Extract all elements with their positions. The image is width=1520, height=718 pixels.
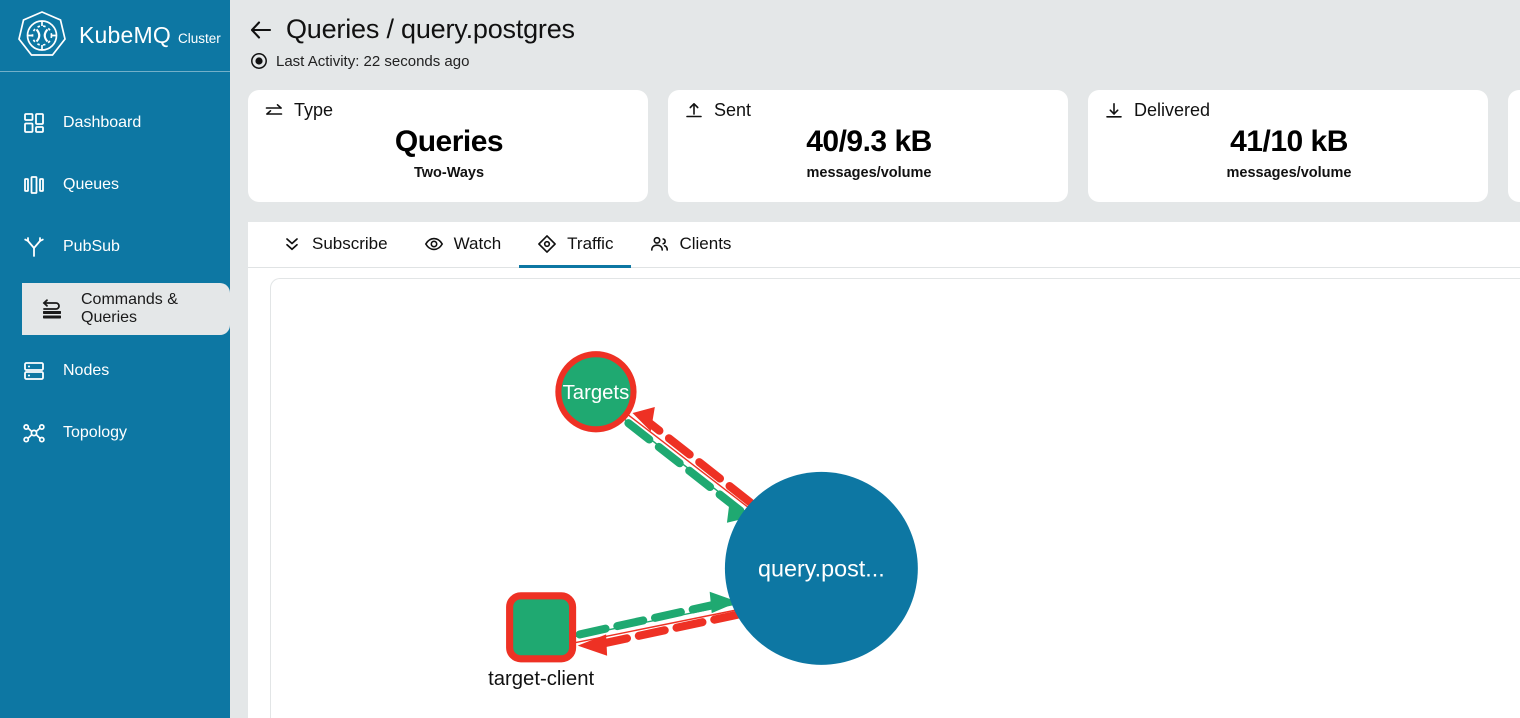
sidebar-item-label: Commands & Queries — [81, 291, 178, 326]
commands-queries-icon — [40, 297, 64, 321]
stat-card-sent: Sent 40/9.3 kB messages/volume — [668, 90, 1068, 202]
last-activity: Last Activity: 22 seconds ago — [250, 52, 1520, 70]
main-area: Queries / query.postgres Last Activity: … — [230, 0, 1520, 718]
graph-node-channel[interactable]: query.post... — [724, 471, 918, 665]
brand-header[interactable]: KubeMQ Cluster — [0, 0, 230, 72]
sidebar-item-dashboard[interactable]: Dashboard — [0, 97, 230, 149]
eye-icon — [424, 234, 444, 254]
tab-subscribe[interactable]: Subscribe — [264, 222, 406, 268]
tab-label: Traffic — [567, 234, 614, 253]
content-panel: Subscribe Watch — [248, 222, 1520, 718]
kubemq-logo-icon — [14, 8, 70, 64]
last-activity-text: Last Activity: 22 seconds ago — [276, 52, 470, 70]
stat-card-unit: Two-Ways — [413, 165, 485, 181]
topology-graph-icon — [22, 421, 46, 445]
page-title: Queries / query.postgres — [286, 14, 575, 44]
graph-node-target-client[interactable]: target-client — [488, 592, 594, 690]
stat-cards: Type Queries Two-Ways Sent 40/9.3 kB m — [230, 80, 1520, 202]
sidebar-item-pubsub[interactable]: PubSub — [0, 221, 230, 273]
edge-targets-channel — [623, 406, 755, 523]
stat-card-clients — [1508, 90, 1520, 202]
stat-card-label: Sent — [714, 100, 752, 120]
double-chevron-down-icon — [282, 234, 302, 254]
brand-subtitle: Cluster — [177, 31, 221, 46]
tab-label: Clients — [679, 234, 732, 253]
nodes-server-icon — [22, 359, 46, 383]
pubsub-branch-icon — [22, 235, 46, 259]
stat-card-label: Delivered — [1134, 100, 1211, 120]
upload-icon — [684, 101, 704, 121]
tab-bar: Subscribe Watch — [248, 222, 1520, 268]
sidebar-item-queues[interactable]: Queues — [0, 159, 230, 211]
edge-targetclient-channel — [575, 591, 751, 656]
graph-node-label: target-client — [488, 668, 594, 690]
tab-label: Watch — [453, 234, 502, 253]
stat-card-unit: messages/volume — [806, 165, 932, 181]
graph-node-label: query.post... — [758, 556, 885, 582]
sidebar-item-label: Queues — [63, 176, 120, 193]
stat-card-type: Type Queries Two-Ways — [248, 90, 648, 202]
sidebar-item-topology[interactable]: Topology — [0, 407, 230, 459]
sidebar-item-label: Topology — [63, 424, 128, 441]
dashboard-grid-icon — [22, 111, 46, 135]
sidebar-nav: Dashboard Queues — [0, 72, 230, 464]
graph-node-label: Targets — [563, 382, 630, 404]
sidebar-item-label: PubSub — [63, 238, 120, 255]
sidebar-item-label: Dashboard — [63, 114, 142, 131]
graph-node-targets[interactable]: Targets — [555, 351, 637, 433]
tab-label: Subscribe — [312, 234, 388, 253]
stat-card-value: 41/10 kB — [1230, 125, 1348, 158]
tab-watch[interactable]: Watch — [406, 222, 520, 268]
diamond-route-icon — [537, 234, 557, 254]
stat-card-value: 40/9.3 kB — [806, 125, 932, 158]
people-icon — [649, 234, 669, 254]
stat-card-value: Queries — [394, 125, 504, 158]
download-icon — [1104, 101, 1124, 121]
sidebar-item-commands-queries[interactable]: Commands & Queries — [22, 283, 230, 335]
stat-card-unit: messages/volume — [1226, 165, 1352, 181]
stat-card-delivered: Delivered 41/10 kB messages/volume — [1088, 90, 1488, 202]
queues-icon — [22, 173, 46, 197]
back-arrow-icon[interactable] — [248, 17, 274, 43]
traffic-graph-panel[interactable]: Targets query.post... target-client — [270, 278, 1520, 718]
tab-traffic[interactable]: Traffic — [519, 222, 632, 268]
record-dot-icon — [250, 52, 268, 70]
traffic-graph[interactable]: Targets query.post... target-client — [271, 279, 1520, 718]
page-header: Queries / query.postgres Last Activity: … — [230, 0, 1520, 80]
two-way-arrows-icon — [264, 101, 284, 121]
stat-card-label: Type — [294, 100, 334, 120]
sidebar-item-label: Nodes — [63, 362, 110, 379]
sidebar-item-nodes[interactable]: Nodes — [0, 345, 230, 397]
tab-clients[interactable]: Clients — [631, 222, 749, 268]
sidebar: KubeMQ Cluster Dashboard — [0, 0, 230, 718]
brand-name: KubeMQ — [79, 22, 171, 48]
